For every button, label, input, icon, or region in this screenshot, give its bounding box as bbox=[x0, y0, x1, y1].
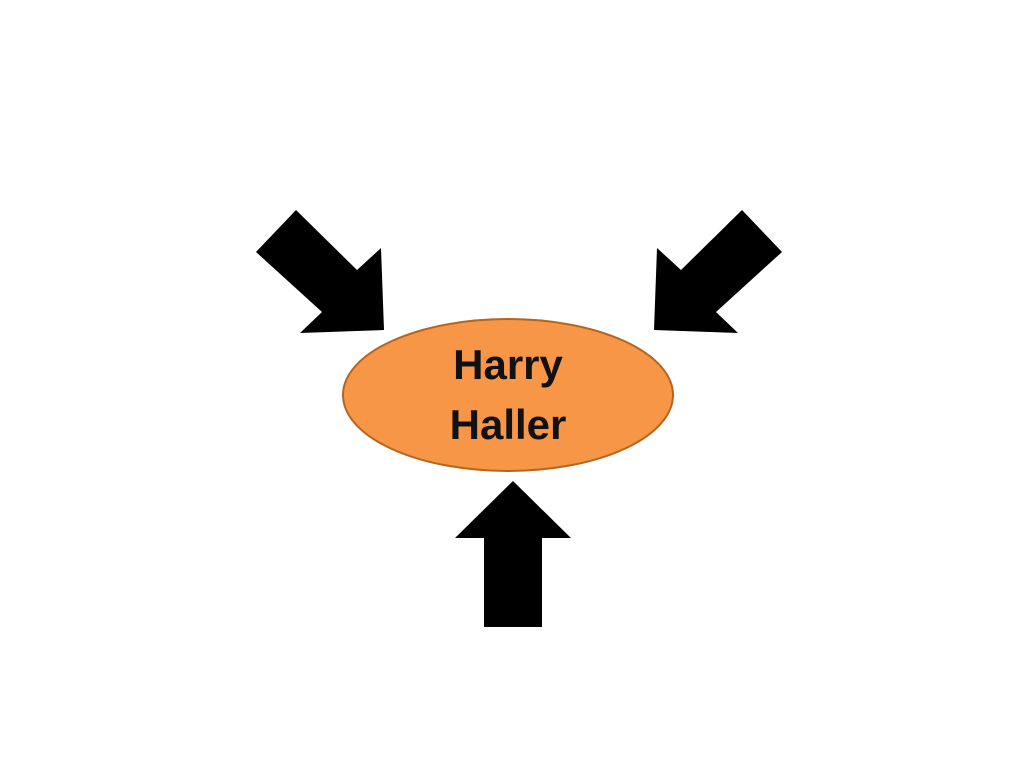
center-node-line-1: Harry bbox=[453, 341, 563, 388]
center-node-ellipse bbox=[342, 318, 674, 472]
center-node-line-2: Haller bbox=[449, 401, 567, 448]
arrow-from-top-right bbox=[654, 210, 782, 333]
arrow-from-bottom bbox=[455, 481, 571, 627]
arrow-from-top-left bbox=[256, 210, 384, 333]
center-node-label: Harry Haller bbox=[343, 320, 673, 470]
